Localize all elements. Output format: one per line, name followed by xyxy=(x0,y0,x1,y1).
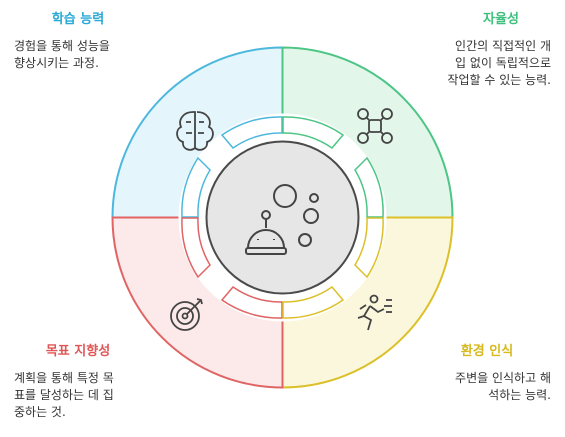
goal-title: 목표 지향성 xyxy=(45,344,111,359)
goal-desc-line2: 표를 달성하는 데 집 xyxy=(14,388,114,402)
center-circle xyxy=(205,140,360,295)
running-person-icon xyxy=(357,294,392,331)
autonomy-desc: 인간의 직접적인 개 입 없이 독립적으로 작업할 수 있는 능력. xyxy=(391,38,551,89)
autonomy-title: 자율성 xyxy=(483,12,519,27)
perception-label: 환경 인식 주변을 인식하고 해 석하는 능력. xyxy=(391,344,551,404)
learning-label: 학습 능력 경험을 통해 성능을 향상시키는 과정. xyxy=(14,12,174,72)
autonomy-label: 자율성 인간의 직접적인 개 입 없이 독립적으로 작업할 수 있는 능력. xyxy=(391,12,551,89)
perception-desc-line1: 주변을 인식하고 해 xyxy=(455,371,551,385)
learning-title: 학습 능력 xyxy=(51,12,105,27)
learning-desc-line2: 향상시키는 과정. xyxy=(14,56,99,70)
goal-desc-line3: 중하는 것. xyxy=(14,405,66,419)
autonomy-desc-line3: 작업할 수 있는 능력. xyxy=(447,73,551,87)
perception-title: 환경 인식 xyxy=(460,344,514,359)
drone-icon xyxy=(357,108,393,144)
perception-desc: 주변을 인식하고 해 석하는 능력. xyxy=(391,370,551,404)
learning-desc: 경험을 통해 성능을 향상시키는 과정. xyxy=(14,38,174,72)
perception-desc-line2: 석하는 능력. xyxy=(488,388,551,402)
goal-desc-line1: 계획을 통해 특정 목 xyxy=(14,371,114,385)
robot-icon xyxy=(245,184,319,255)
autonomy-desc-line2: 입 없이 독립적으로 xyxy=(455,56,551,70)
brain-icon xyxy=(176,111,214,151)
learning-desc-line1: 경험을 통해 성능을 xyxy=(14,39,110,53)
autonomy-desc-line1: 인간의 직접적인 개 xyxy=(455,39,551,53)
target-icon xyxy=(170,298,203,331)
goal-desc: 계획을 통해 특정 목 표를 달성하는 데 집 중하는 것. xyxy=(14,370,174,421)
goal-label: 목표 지향성 계획을 통해 특정 목 표를 달성하는 데 집 중하는 것. xyxy=(14,344,174,421)
